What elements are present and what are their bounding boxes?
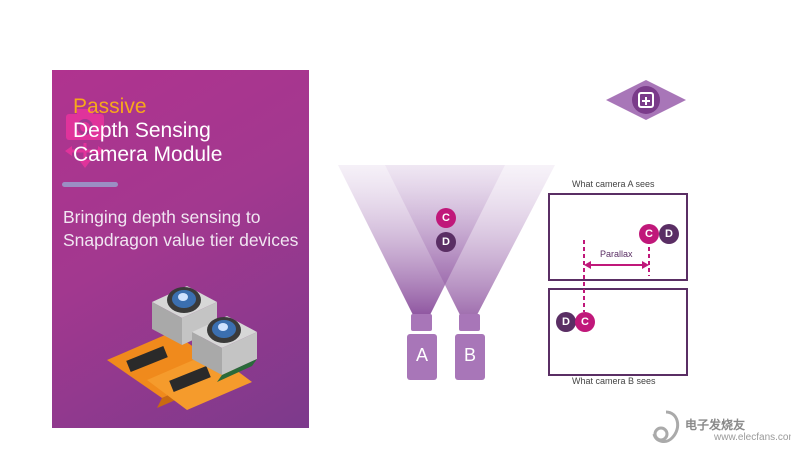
view-a-object-d: D [659,224,679,244]
depth-badge-icon [606,80,686,120]
title-line-3: Camera Module [73,143,223,166]
camera-b-label: B [463,345,476,365]
camera-b-body [455,334,485,380]
camera-a-lens [411,314,432,331]
panel-subtitle: Bringing depth sensing to Snapdragon val… [63,207,299,250]
view-a-caption: What camera A sees [572,179,655,189]
camera-a-label: A [415,345,428,365]
arrow-right-icon [642,261,649,269]
title-accent: Passive [73,95,147,118]
scene-object-d: D [436,232,456,252]
scene-object-c: C [436,208,456,228]
watermark-logo-icon [652,410,680,443]
watermark-url: www.elecfans.com [714,432,791,443]
camera-b-cone [385,165,555,315]
camera-module-illustration [107,286,257,410]
camera-b-lens [459,314,480,331]
parallax-indicator [583,240,650,312]
stereo-camera-diagram [338,165,555,380]
title-underline [62,182,118,187]
view-b-caption: What camera B sees [572,376,656,386]
view-b-object-d: D [556,312,576,332]
camera-arrows-icon [65,109,105,168]
arrow-left-icon [584,261,591,269]
view-b-frame [548,288,688,376]
promo-panel: Bringing depth sensing to Snapdragon val… [52,70,309,428]
panel-title: Passive Depth Sensing Camera Module [73,95,222,167]
camera-a-body [407,334,437,380]
watermark-text: 电子发烧友 [685,418,746,432]
parallax-label: Parallax [600,249,633,259]
title-line-2: Depth Sensing [73,119,211,142]
view-a-object-c: C [639,224,659,244]
view-b-object-c: C [575,312,595,332]
